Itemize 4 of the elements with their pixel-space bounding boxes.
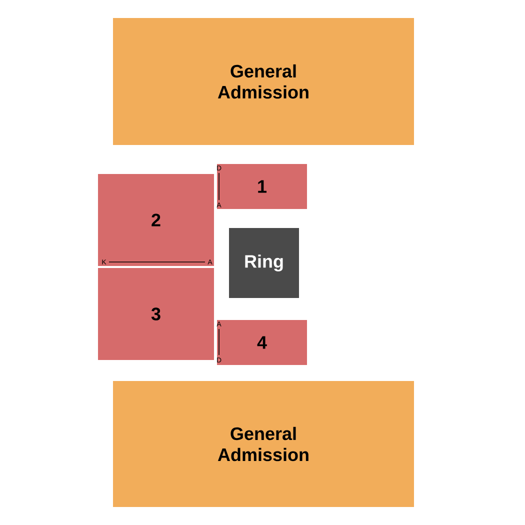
- general-admission-section: General Admission: [113, 18, 414, 145]
- ring: Ring: [229, 228, 299, 298]
- seating-section: 3: [98, 268, 214, 360]
- general-admission-section: General Admission: [113, 381, 414, 507]
